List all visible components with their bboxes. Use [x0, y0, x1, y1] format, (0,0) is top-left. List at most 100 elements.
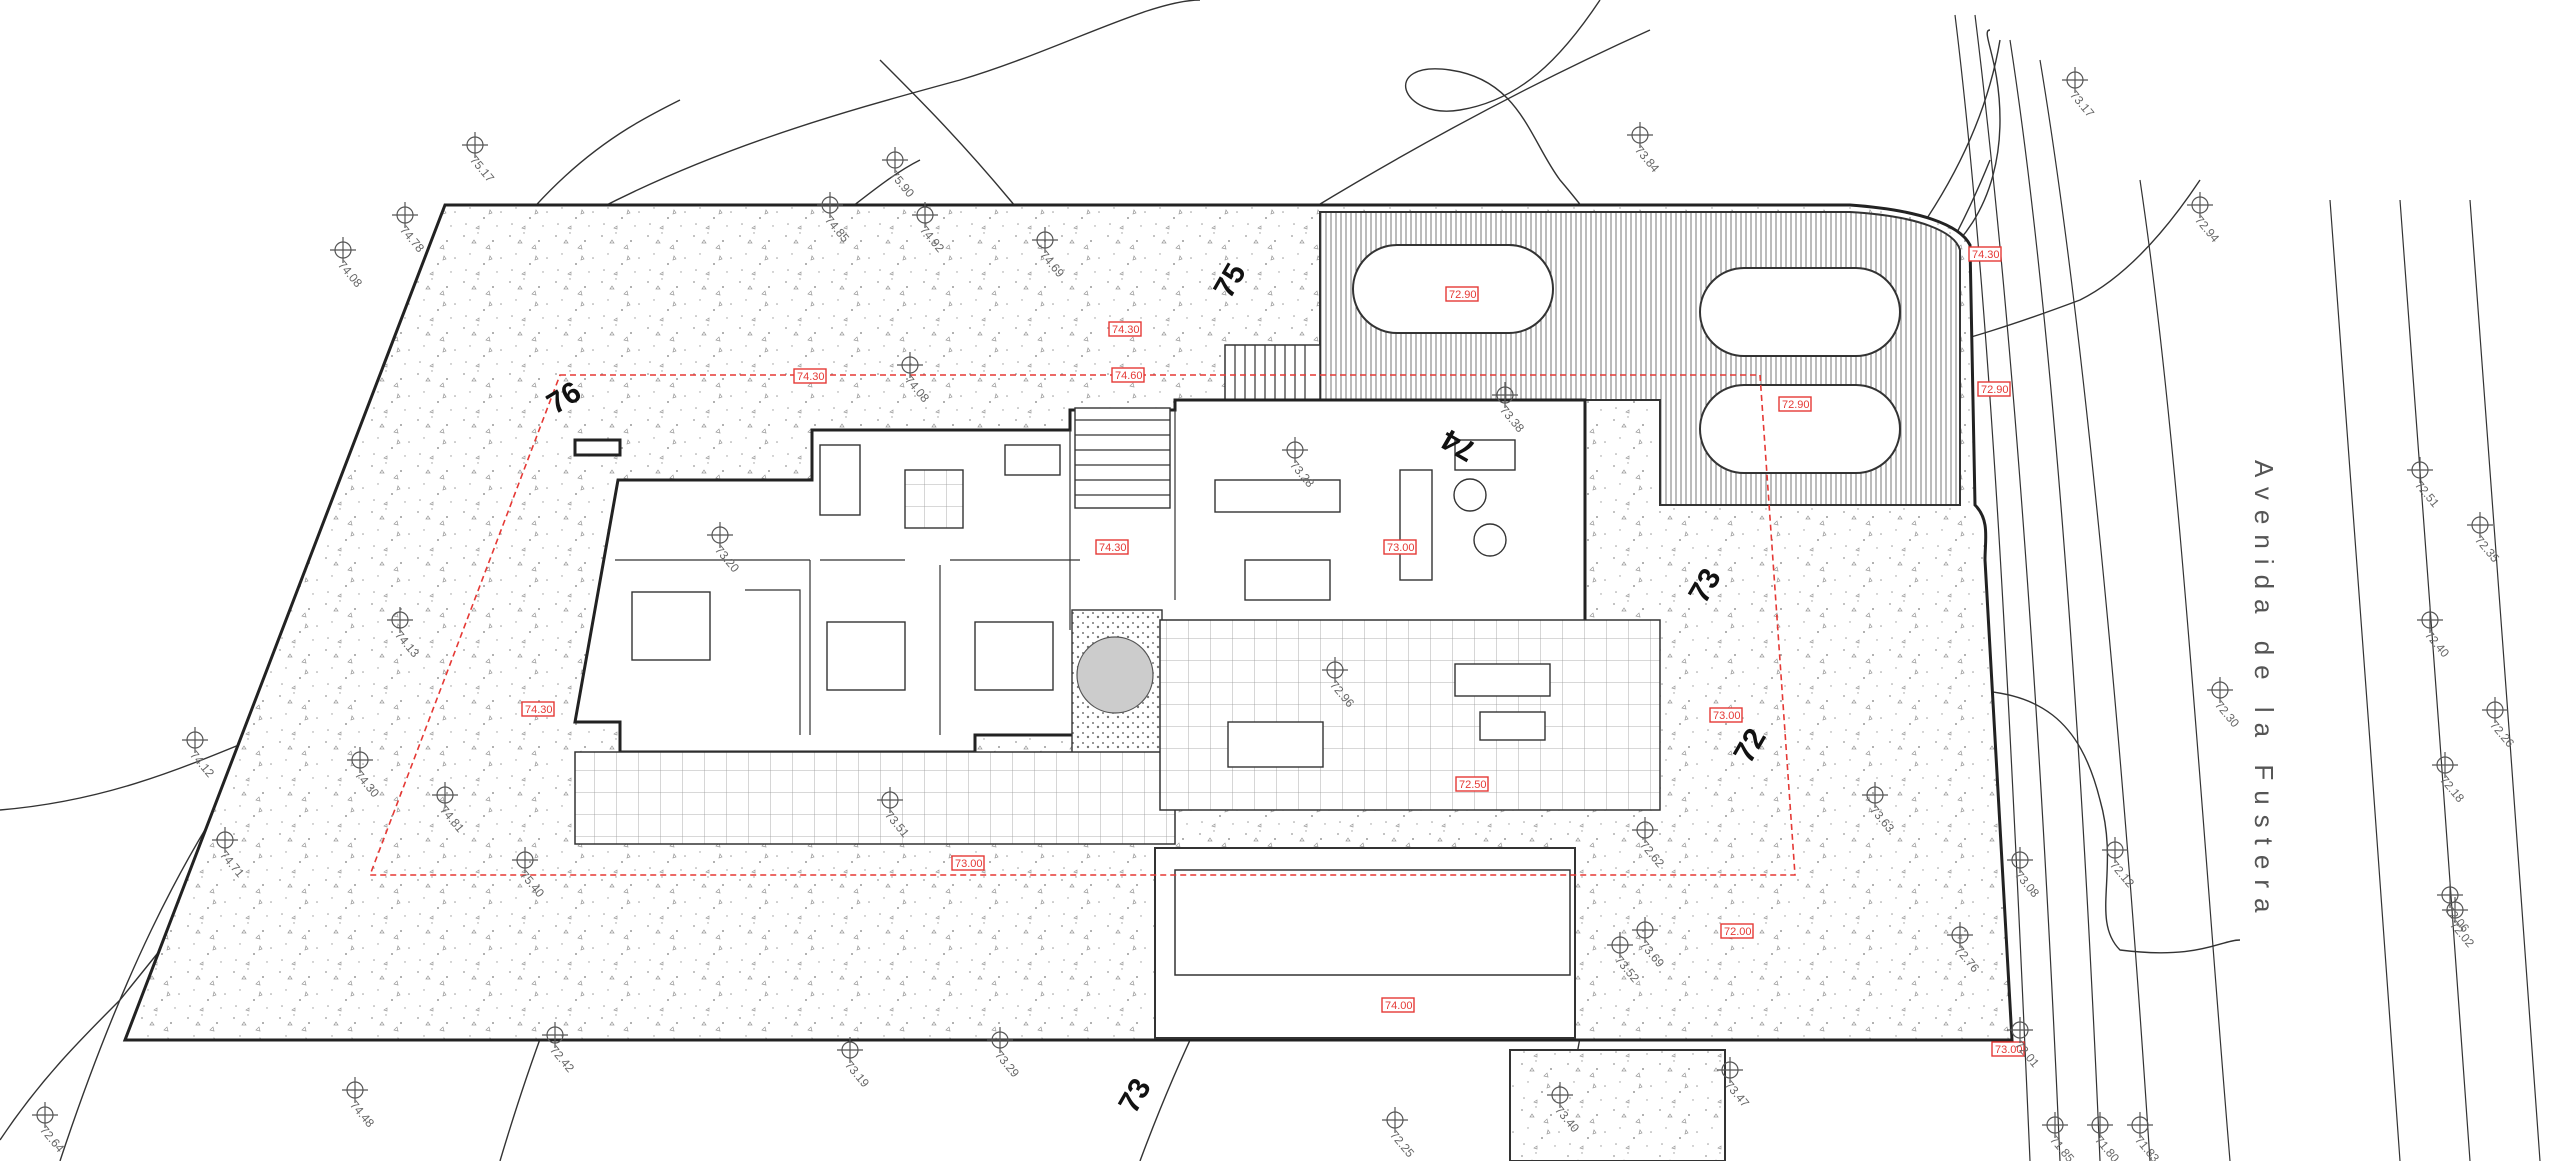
level-tag: 74.30 — [1968, 246, 2002, 262]
level-tag-text: 74.30 — [1972, 249, 2000, 261]
level-tag-text: 72.00 — [1724, 926, 1752, 938]
level-tag-box — [951, 855, 985, 871]
lower-lot — [1509, 1049, 1726, 1161]
survey-point: 73.17 — [2062, 67, 2097, 120]
survey-point-elevation: 75.17 — [467, 153, 497, 185]
level-tag-text: 73.00 — [955, 858, 983, 870]
survey-point-elevation: 73.47 — [1722, 1078, 1752, 1110]
level-tag: 74.30 — [1095, 539, 1129, 555]
level-tag-text: 73.00 — [1713, 710, 1741, 722]
level-tag-text: 73.00 — [1995, 1044, 2023, 1056]
survey-point: 74.12 — [182, 727, 217, 780]
level-tag: 74.60 — [1111, 367, 1145, 383]
survey-point: 73.19 — [837, 1037, 872, 1090]
level-tag-box — [1383, 539, 1417, 555]
bed-3 — [974, 621, 1054, 691]
survey-point-elevation: 72.30 — [2212, 698, 2242, 730]
survey-point: 74.78 — [392, 202, 427, 255]
level-tag-text: 74.30 — [1099, 542, 1127, 554]
survey-point-elevation: 71.85 — [2047, 1133, 2077, 1161]
level-tag-text: 74.30 — [525, 704, 553, 716]
level-tag-box — [1111, 367, 1145, 383]
street-name-label: Avenida de la Fustera — [2249, 460, 2279, 922]
parked-car-3 — [1699, 384, 1901, 474]
level-tag-box — [1991, 1041, 2025, 1057]
level-tag-box — [1381, 997, 1415, 1013]
level-tag: 72.90 — [1445, 286, 1479, 302]
survey-point: 74.48 — [342, 1077, 377, 1130]
survey-point: 72.02 — [2442, 897, 2477, 950]
parking-area — [1319, 211, 1961, 506]
level-tag-box — [1720, 923, 1754, 939]
survey-point: 72.94 — [2187, 192, 2222, 245]
level-tag-box — [1108, 321, 1142, 337]
level-tag-text: 72.50 — [1459, 779, 1487, 791]
level-tag: 73.00 — [1383, 539, 1417, 555]
survey-point: 71.80 — [2087, 1112, 2122, 1161]
level-tag-box — [1095, 539, 1129, 555]
level-tag-box — [1445, 286, 1479, 302]
terrace — [574, 619, 1661, 845]
survey-point-elevation: 73.19 — [842, 1058, 872, 1090]
survey-point: 72.26 — [2482, 697, 2517, 750]
street-lines — [1954, 14, 2541, 1161]
level-tag-box — [1709, 707, 1743, 723]
level-tag-box — [1968, 246, 2002, 262]
level-tag-box — [1977, 381, 2011, 397]
level-tag-text: 74.30 — [797, 371, 825, 383]
survey-point-elevation: 72.94 — [2192, 213, 2222, 245]
survey-point: 72.18 — [2432, 752, 2467, 805]
survey-point: 72.25 — [1382, 1107, 1417, 1160]
survey-point-elevation: 72.51 — [2412, 478, 2442, 510]
survey-point-elevation: 72.35 — [2472, 533, 2502, 565]
level-tag: 72.00 — [1720, 923, 1754, 939]
lounge-sofa — [1454, 663, 1551, 697]
survey-point-elevation: 73.84 — [1632, 143, 1662, 175]
level-tag: 73.00 — [1991, 1041, 2025, 1057]
contour-label-73-b: 73 — [1112, 1073, 1157, 1118]
survey-point-elevation: 75.90 — [887, 168, 917, 200]
kitchen-island — [1214, 479, 1341, 513]
level-tag: 72.90 — [1778, 396, 1812, 412]
bed-1 — [631, 591, 711, 661]
level-tag-box — [793, 368, 827, 384]
survey-point: 72.64 — [32, 1102, 67, 1155]
level-tag: 72.90 — [1977, 381, 2011, 397]
survey-point-elevation: 72.25 — [1387, 1128, 1417, 1160]
survey-point-elevation: 73.08 — [2012, 868, 2042, 900]
level-tag: 74.30 — [793, 368, 827, 384]
survey-point: 73.84 — [1627, 122, 1662, 175]
survey-point-elevation: 73.29 — [992, 1048, 1022, 1080]
level-tag-text: 73.00 — [1387, 542, 1415, 554]
survey-point-elevation: 72.42 — [547, 1043, 577, 1075]
survey-point-elevation: 71.83 — [2132, 1133, 2162, 1161]
level-tag-box — [521, 701, 555, 717]
terrace-table — [1227, 721, 1324, 768]
survey-point: 71.83 — [2127, 1112, 2162, 1161]
level-tag-text: 74.30 — [1112, 324, 1140, 336]
level-tag: 74.00 — [1381, 997, 1415, 1013]
survey-point: 71.85 — [2042, 1112, 2077, 1161]
bed-2 — [826, 621, 906, 691]
level-tag-text: 74.60 — [1115, 370, 1143, 382]
survey-point-elevation: 72.26 — [2487, 718, 2517, 750]
entry-stairs — [1224, 344, 1321, 401]
survey-point: 74.08 — [330, 237, 365, 290]
survey-point: 75.17 — [462, 132, 497, 185]
level-tag-text: 72.90 — [1981, 384, 2009, 396]
level-tags: 74.30 74.30 74.60 72.90 72.90 72.90 73.00 74.30… — [521, 246, 2025, 1057]
parked-car-2 — [1699, 267, 1901, 357]
swimming-pool — [1154, 847, 1576, 1039]
level-tag-text: 72.90 — [1782, 399, 1810, 411]
survey-point-elevation: 72.02 — [2447, 918, 2477, 950]
level-tag-text: 74.00 — [1385, 1000, 1413, 1012]
level-tag: 74.30 — [521, 701, 555, 717]
level-tag: 73.00 — [951, 855, 985, 871]
level-tag: 74.30 — [1108, 321, 1142, 337]
dining-table — [1244, 559, 1331, 601]
level-tag: 73.00 — [1709, 707, 1743, 723]
survey-point-elevation: 72.12 — [2107, 858, 2137, 890]
survey-point-elevation: 71.80 — [2092, 1133, 2122, 1161]
level-tag-text: 72.90 — [1449, 289, 1477, 301]
survey-point: 73.08 — [2007, 847, 2042, 900]
